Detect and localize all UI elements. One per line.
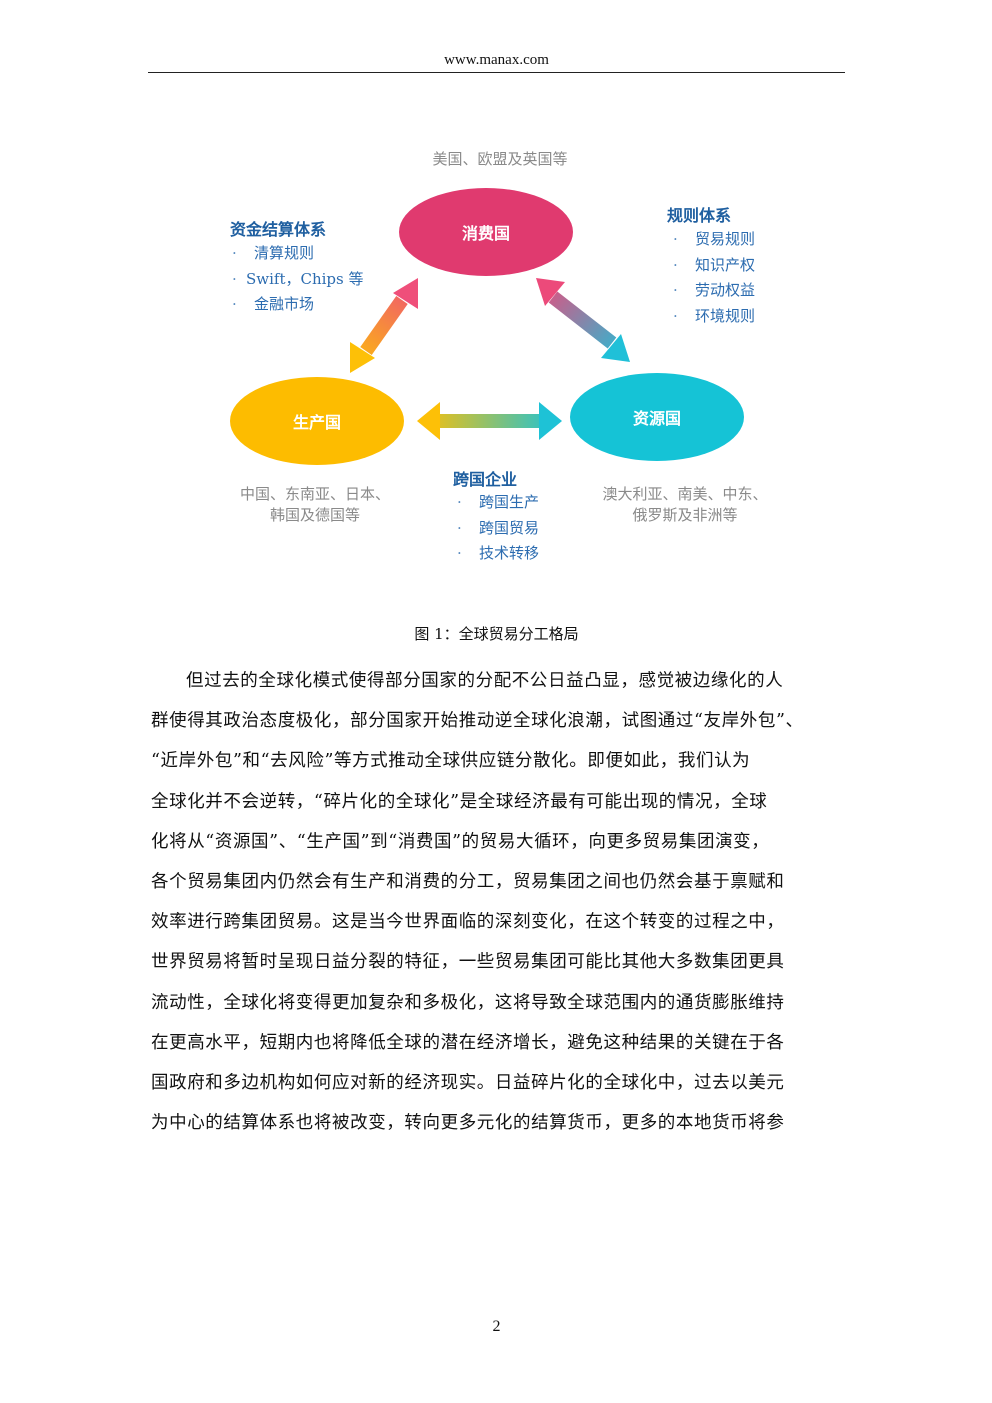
list-item: · Swift，Chips 等 [232,267,364,293]
paragraph-line: 全球化并不会逆转，“碎片化的全球化”是全球经济最有可能出现的情况，全球 [151,791,768,812]
list-item-label: 劳动权益 [695,281,756,299]
header-site: www.manax.com [444,52,549,68]
bullet: · [457,518,462,537]
bullet: · [457,544,462,562]
page-number: 2 [492,1318,501,1335]
paragraph-line: 在更高水平，短期内也将降低全球的潜在经济增长，避免这种结果的关键在于各 [151,1032,785,1053]
bullet: · [673,281,678,299]
list-item: · 跨国贸易 [457,516,539,542]
arrow-consume-resource [536,278,630,362]
list-item: · 跨国生产 [457,490,539,516]
diagram-arrows [350,278,630,440]
paragraph-line: 为中心的结算体系也将被改变，转向更多元化的结算货币，更多的本地货币将参 [151,1113,785,1134]
list-item-label: 环境规则 [695,306,756,325]
paragraph-line: 但过去的全球化模式使得部分国家的分配不公日益凸显，感觉被边缘化的人 [186,671,784,691]
consumer-country-node: 消费国 [399,188,573,276]
rule-system-list: · 贸易规则 · 知识产权 · 劳动权益 · 环境规则 [673,227,755,329]
list-item: · 劳动权益 [673,278,755,304]
paragraph-line: 效率进行跨集团贸易。这是当今世界面临的深刻变化，在这个转变的过程之中， [151,912,785,933]
list-item: · 金融市场 [232,292,364,318]
multinational-title: 跨国企业 [453,470,518,489]
list-item-label: 金融市场 [254,295,315,313]
header-rule [148,72,845,73]
bullet: · [673,255,678,274]
rule-system-title: 规则体系 [667,206,732,225]
figure-caption: 图 1：全球贸易分工格局 [414,625,579,643]
list-item: · 知识产权 [673,253,755,279]
paragraph-line: 各个贸易集团内仍然会有生产和消费的分工，贸易集团之间也仍然会基于禀赋和 [151,872,785,893]
multinational-list: · 跨国生产 · 跨国贸易 · 技术转移 [457,490,539,567]
bullet: · [232,269,237,288]
producer-region-line: 中国、东南亚、日本、 [239,485,390,503]
consumer-region-label: 美国、欧盟及英国等 [432,150,568,168]
list-item-label: 跨国贸易 [479,518,540,537]
list-item: · 贸易规则 [673,227,755,253]
fund-system-title: 资金结算体系 [230,220,327,239]
arrow-produce-consume [350,278,418,373]
paragraph-line: 世界贸易将暂时呈现日益分裂的特征，一些贸易集团可能比其他大多数集团更具 [151,952,785,973]
resource-region-line: 澳大利亚、南美、中东、 [602,485,768,503]
list-item: · 技术转移 [457,541,539,567]
bullet: · [457,493,462,511]
resource-country-node: 资源国 [570,373,744,461]
list-item-label: 跨国生产 [479,493,540,511]
list-item-label: 知识产权 [695,255,756,274]
resource-region-label: 澳大利亚、南美、中东、 俄罗斯及非洲等 [580,484,790,526]
bullet: · [673,306,678,325]
fund-system-list: · 清算规则 · Swift，Chips 等 · 金融市场 [232,241,364,318]
paragraph-line: 化将从“资源国”、“生产国”到“消费国”的贸易大循环，向更多贸易集团演变， [151,831,770,852]
bullet: · [232,244,237,262]
bullet: · [673,230,678,248]
list-item: · 环境规则 [673,304,755,330]
paragraph-line: “近岸外包”和“去风险”等方式推动全球供应链分散化。即便如此，我们认为 [151,751,751,772]
bullet: · [232,295,237,313]
list-item-label: 贸易规则 [695,230,756,248]
producer-region-label: 中国、东南亚、日本、 韩国及德国等 [215,484,415,526]
arrow-produce-resource [417,402,562,440]
producer-region-line: 韩国及德国等 [269,506,360,524]
resource-region-line: 俄罗斯及非洲等 [632,506,738,524]
list-item-label: Swift，Chips 等 [246,269,364,288]
paragraph-line: 群使得其政治态度极化，部分国家开始推动逆全球化浪潮，试图通过“友岸外包”、 [151,711,804,732]
list-item-label: 技术转移 [479,544,540,562]
paragraph-line: 流动性，全球化将变得更加复杂和多极化，这将导致全球范围内的通货膨胀维持 [151,992,785,1013]
producer-country-node: 生产国 [230,377,404,465]
list-item-label: 清算规则 [254,244,315,262]
trade-division-diagram: 消费国 生产国 资源国 美国、欧盟及英国等 中国、东南亚、日本、 韩国及德国等 … [0,0,992,600]
body-paragraph: 但过去的全球化模式使得部分国家的分配不公日益凸显，感觉被边缘化的人 群使得其政治… [151,661,843,1143]
list-item: · 清算规则 [232,241,364,267]
paragraph-line: 国政府和多边机构如何应对新的经济现实。日益碎片化的全球化中，过去以美元 [151,1073,785,1094]
